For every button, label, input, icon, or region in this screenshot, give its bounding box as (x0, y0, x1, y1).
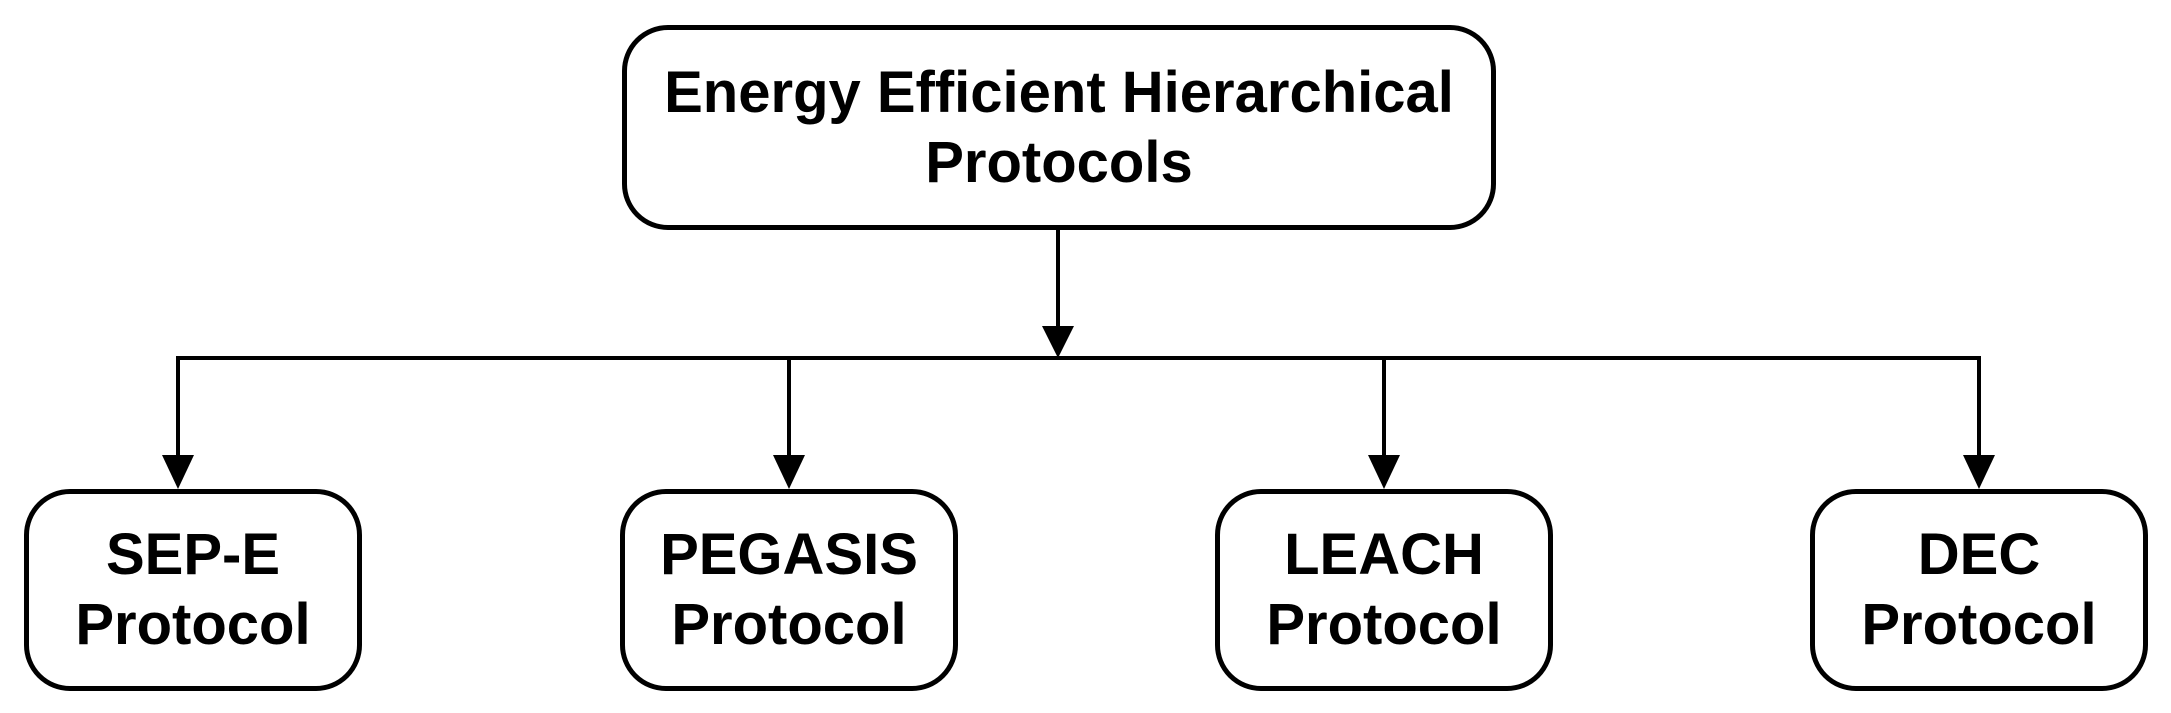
child-node-leach: LEACH Protocol (1215, 489, 1553, 691)
child-node-subtitle: Protocol (1266, 592, 1502, 657)
child-node-subtitle: Protocol (671, 592, 907, 657)
child-node-label: DEC Protocol (1861, 520, 2096, 659)
child-node-label: LEACH Protocol (1266, 520, 1501, 659)
child-node-subtitle: Protocol (1861, 592, 2097, 657)
child-node-sep-e: SEP-E Protocol (24, 489, 362, 691)
child-node-title: LEACH (1284, 522, 1484, 588)
child-node-dec: DEC Protocol (1810, 489, 2148, 691)
root-node-label: Energy Efficient Hierarchical Protocols (664, 58, 1454, 197)
branch-arrowhead-2 (1368, 455, 1400, 489)
root-node-label-line-1: Energy Efficient Hierarchical (664, 59, 1454, 125)
child-node-title: DEC (1917, 522, 2041, 588)
branch-arrowhead-3 (1963, 455, 1995, 489)
root-node: Energy Efficient Hierarchical Protocols (622, 25, 1496, 230)
child-node-label: PEGASIS Protocol (660, 520, 918, 659)
branch-arrowhead-1 (773, 455, 805, 489)
child-node-title: PEGASIS (660, 522, 918, 588)
child-node-label: SEP-E Protocol (75, 520, 310, 659)
root-down-arrowhead (1042, 326, 1074, 358)
child-node-pegasis: PEGASIS Protocol (620, 489, 958, 691)
branch-arrowhead-0 (162, 455, 194, 489)
child-node-title: SEP-E (105, 522, 281, 588)
root-node-label-line-2: Protocols (925, 129, 1193, 195)
child-node-subtitle: Protocol (75, 592, 311, 657)
